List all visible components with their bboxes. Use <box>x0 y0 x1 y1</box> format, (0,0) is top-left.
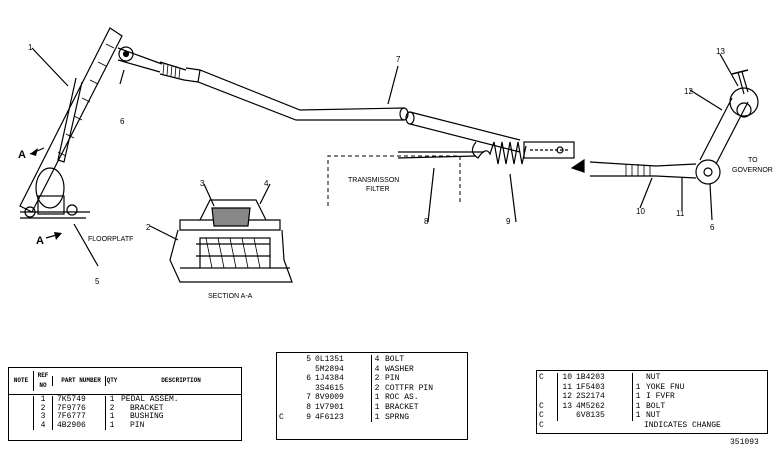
svg-text:A: A <box>36 235 44 247</box>
section-a-a <box>169 199 293 283</box>
parts-table-1: NOTE REF NO PART NUMBER QTY DESCRIPTION … <box>8 367 242 441</box>
threaded-rod <box>589 161 697 179</box>
section-caption: SECTION A-A <box>208 293 253 300</box>
callout-3: 3 <box>200 179 205 188</box>
filter-outline <box>327 155 461 206</box>
header-note: NOTE <box>13 377 29 384</box>
callout-5: 5 <box>95 277 100 286</box>
header-ref: REF NO <box>33 371 52 391</box>
document-number: 351093 <box>730 438 759 447</box>
callout-6b: 6 <box>710 223 715 232</box>
callout-4: 4 <box>264 179 269 188</box>
linkage-diagram: A A FLOORPLATF SECTION A-A TRANSMISSON F… <box>18 27 773 300</box>
callout-13: 13 <box>716 47 725 56</box>
to-governor-line2: GOVERNOR <box>732 167 773 174</box>
callout-12: 12 <box>684 87 693 96</box>
svg-text:A: A <box>18 149 26 161</box>
section-marker-top: A <box>18 147 45 161</box>
header-part: PART NUMBER <box>52 376 105 386</box>
callout-11: 11 <box>676 209 685 218</box>
table-header: NOTE REF NO PART NUMBER QTY DESCRIPTION <box>9 368 241 395</box>
callout-1: 1 <box>28 43 33 52</box>
callout-9: 9 <box>506 217 511 226</box>
governor-lever <box>695 69 759 185</box>
callout-2: 2 <box>146 223 151 232</box>
callout-8: 8 <box>424 217 429 226</box>
filter-label-line2: FILTER <box>366 186 390 193</box>
callout-10: 10 <box>636 207 645 216</box>
spring <box>471 141 575 165</box>
to-governor-line1: TO <box>748 157 758 164</box>
floorplate-label: FLOORPLATF <box>88 236 133 243</box>
control-rod <box>183 67 521 153</box>
callout-6a: 6 <box>120 117 125 126</box>
callout-7: 7 <box>396 55 401 64</box>
header-desc: DESCRIPTION <box>161 377 201 384</box>
bracket <box>397 151 484 159</box>
filter-label-line1: TRANSMISSON <box>348 177 399 184</box>
section-marker-bottom: A <box>36 232 62 247</box>
header-qty: QTY <box>105 376 118 386</box>
pedal-assembly <box>19 27 123 219</box>
